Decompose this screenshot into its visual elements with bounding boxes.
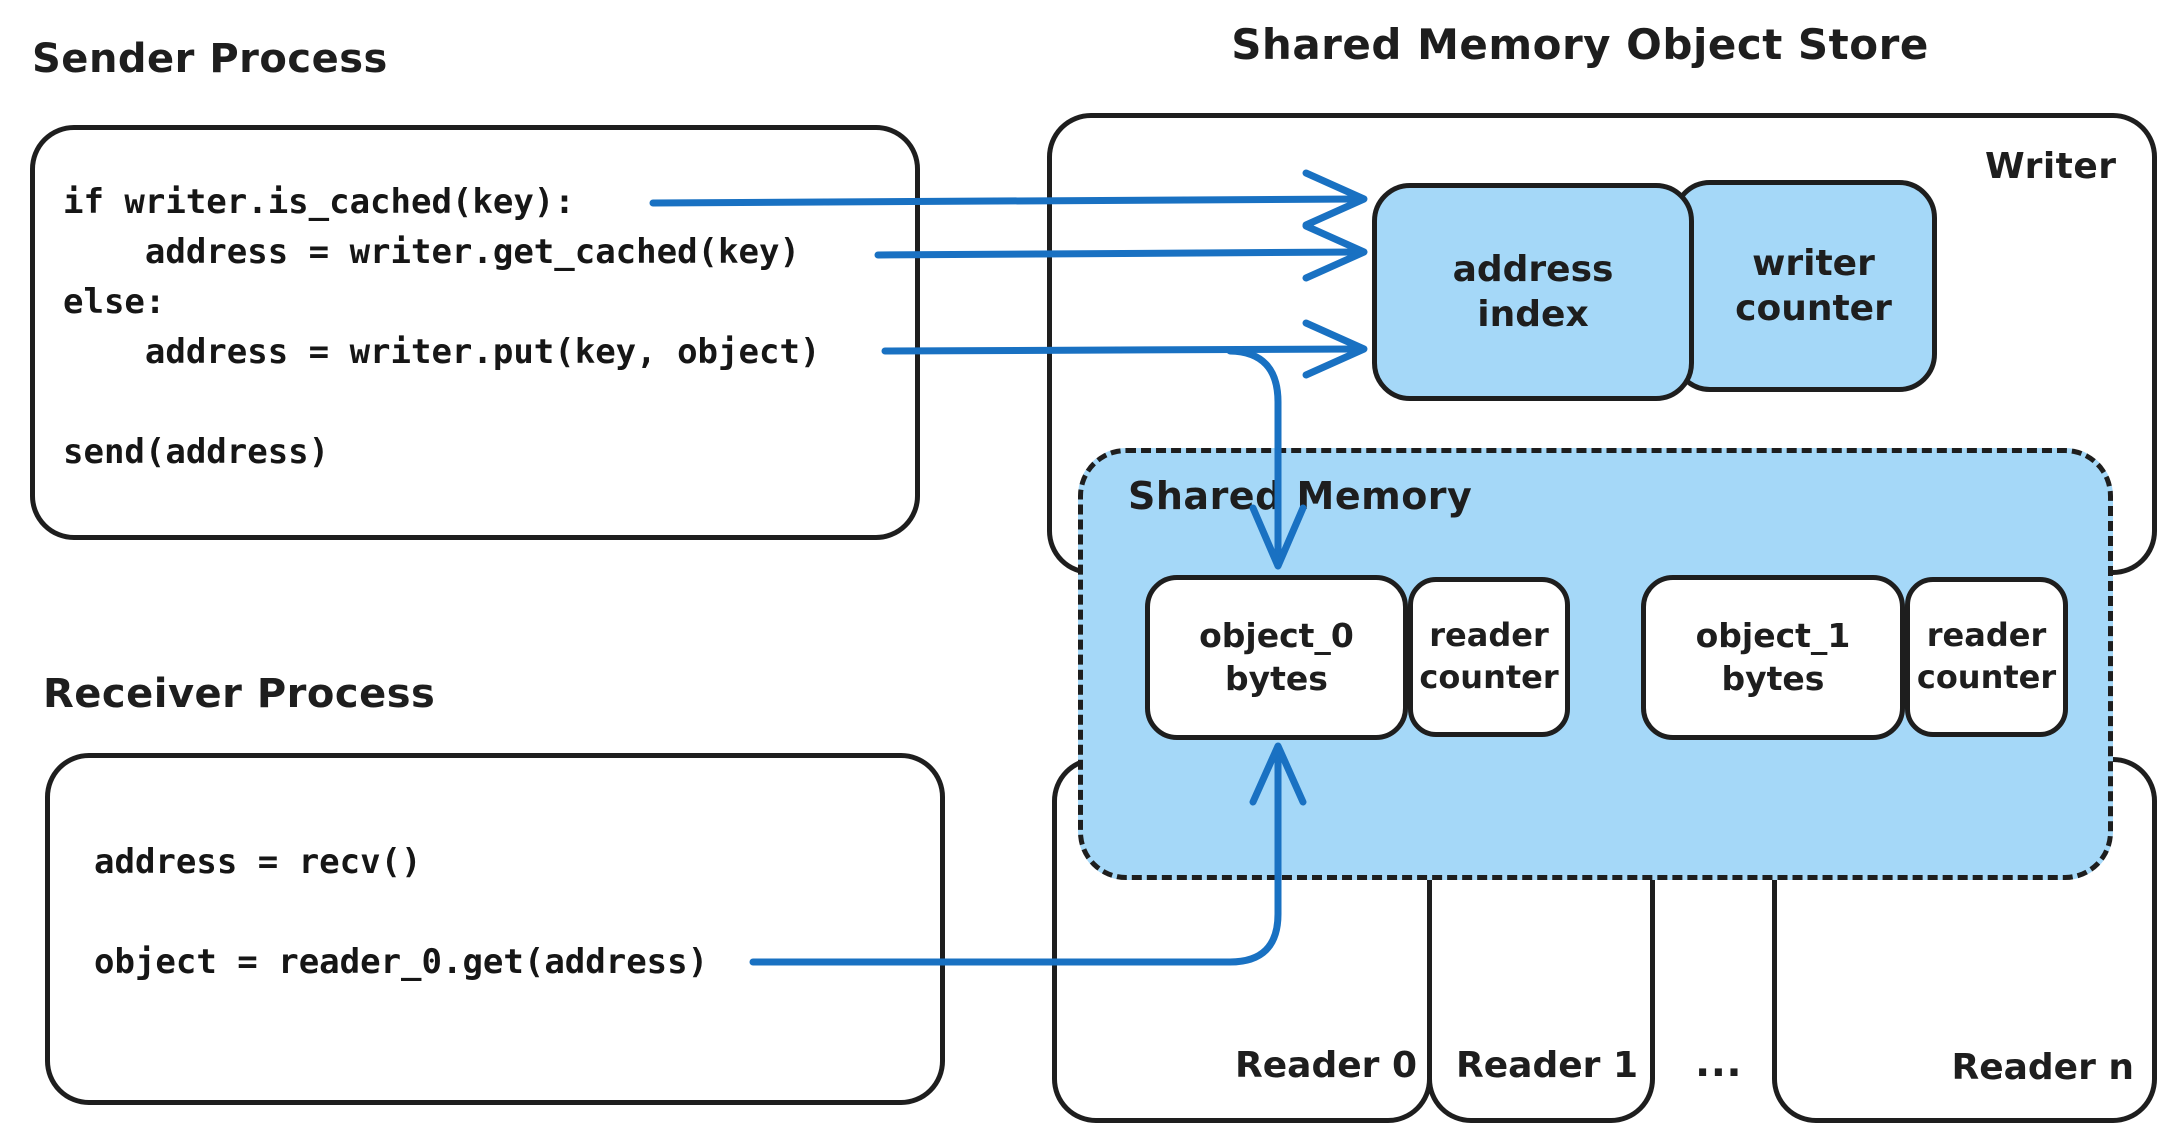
reader-counter-0-box: reader counter <box>1408 577 1570 737</box>
sender-process-label: Sender Process <box>32 36 388 82</box>
store-title: Shared Memory Object Store <box>1231 20 1929 69</box>
reader-n-label: Reader n <box>1951 1047 2134 1088</box>
reader-0-label: Reader 0 <box>1235 1045 1417 1086</box>
reader-ellipsis: ... <box>1695 1040 1743 1086</box>
receiver-process-label: Receiver Process <box>43 671 436 717</box>
address-index-label: address index <box>1452 249 1614 335</box>
object-1-box: object_1 bytes <box>1641 575 1905 740</box>
writer-counter-label: writer counter <box>1735 243 1892 329</box>
sender-code: if writer.is_cached(key): address = writ… <box>63 182 821 472</box>
receiver-code: address = recv() object = reader_0.get(a… <box>94 842 709 982</box>
writer-counter-box: writer counter <box>1672 180 1937 392</box>
reader-counter-1-box: reader counter <box>1905 577 2068 737</box>
reader-counter-1-label: reader counter <box>1916 616 2057 696</box>
shared-memory-label: Shared Memory <box>1128 474 1473 518</box>
address-index-box: address index <box>1372 183 1694 401</box>
object-0-box: object_0 bytes <box>1145 575 1408 740</box>
object-1-label: object_1 bytes <box>1695 615 1851 698</box>
reader-counter-0-label: reader counter <box>1419 616 1559 696</box>
object-0-label: object_0 bytes <box>1199 615 1354 698</box>
writer-label: Writer <box>1985 146 2117 187</box>
sender-code-box <box>30 125 920 540</box>
reader-1-label: Reader 1 <box>1456 1045 1638 1086</box>
